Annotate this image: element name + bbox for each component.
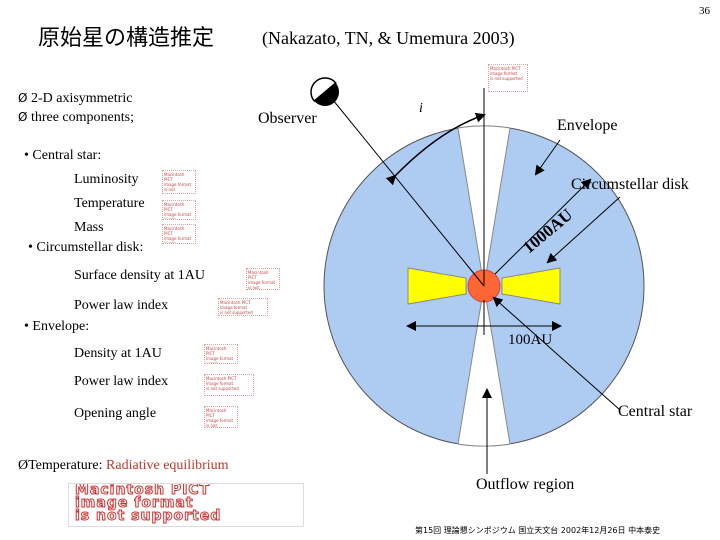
pict-text: is not supported [164, 187, 184, 193]
pict-text: image format [206, 418, 234, 423]
list-item-2d: Ø 2-D axisymmetric [18, 91, 132, 107]
param-opening-angle: Opening angle [74, 406, 157, 421]
disk-arrow [546, 196, 621, 264]
param-surface-density: Surface density at 1AU [74, 268, 206, 283]
pict-text: Macintosh PICT [164, 202, 185, 212]
param-density: Density at 1AU [74, 346, 162, 361]
pict-text: image format [164, 182, 192, 187]
disk-heading: • Circumstellar disk: [28, 240, 144, 255]
outflow-label: Outflow region [476, 476, 575, 493]
disk-right [501, 267, 561, 305]
temperature-label: ØTemperature: [18, 458, 103, 473]
pict-text: Macintosh PICT [206, 376, 237, 381]
observer-icon [310, 77, 339, 106]
pict-text: Macintosh PICT [220, 300, 251, 305]
pict-text: is not supported [164, 217, 176, 220]
disk-label: Circumstellar disk [571, 176, 689, 193]
pict-text: image format [206, 381, 234, 386]
pict-text: image format [164, 212, 192, 217]
pict-placeholder: Macintosh PICT image format is not suppo… [162, 200, 196, 220]
param-mass: Mass [74, 220, 104, 235]
pict-text: is not supported [206, 423, 218, 428]
pict-text: is not supported [206, 386, 239, 391]
footer-text: 第15回 理論懇シンポジウム 国立天文台 2002年12月26日 中本泰史 [415, 526, 661, 535]
radius-arrow [494, 178, 592, 275]
envelope-arrow [534, 139, 561, 176]
pict-placeholder: Macintosh PICT image format is not suppo… [218, 298, 268, 316]
param-temperature: Temperature [74, 196, 145, 211]
pict-text: Macintosh PICT [164, 172, 185, 182]
temperature-line: ØTemperature: Radiative equilibrium [18, 458, 229, 474]
pict-text: image format [248, 280, 276, 285]
observer-label: Observer [258, 110, 317, 127]
central-star-label: Central star [618, 403, 693, 420]
pict-placeholder: Macintosh PICT image format is not suppo… [204, 406, 238, 428]
list-item-label: three components; [30, 110, 134, 125]
pict-text: image format [164, 236, 192, 241]
pict-text: image format [220, 305, 248, 310]
pict-text: Macintosh PICT [490, 66, 521, 71]
pict-placeholder: Macintosh PICT image format is not suppo… [488, 64, 528, 92]
central-star-heading: • Central star: [24, 148, 102, 163]
scale-label: 100AU [508, 332, 553, 348]
inclination-arc [385, 112, 486, 186]
pict-text: is not supported [164, 241, 176, 244]
pict-placeholder: Macintosh PICT image format is not suppo… [204, 344, 238, 364]
pict-placeholder: Macintosh PICT image format is not suppo… [204, 374, 254, 396]
envelope-label: Envelope [557, 117, 618, 134]
param-disk-power-law: Power law index [74, 298, 169, 313]
pict-placeholder: Macintosh PICT image format is not suppo… [162, 170, 196, 194]
pict-text: image format [490, 71, 518, 76]
pict-placeholder: Macintosh PICT image format is not suppo… [246, 268, 280, 290]
page-number: 36 [699, 5, 710, 17]
list-item-label: 2-D axisymmetric [30, 91, 133, 106]
pict-text: Macintosh PICT [164, 226, 185, 236]
temperature-value: Radiative equilibrium [106, 458, 229, 473]
citation: (Nakazato, TN, & Umemura 2003) [262, 28, 515, 48]
pict-text: image format [206, 356, 234, 361]
pict-placeholder-large: Macintosh PICT image format is not suppo… [68, 483, 304, 527]
pict-text: image format [75, 495, 194, 511]
disk-left [407, 267, 467, 305]
pict-text: Macintosh PICT [248, 270, 269, 280]
arrow-bullet-icon: Ø [18, 110, 28, 124]
outflow-region-bottom [457, 285, 511, 447]
pict-text: Macintosh PICT [206, 408, 227, 418]
pict-placeholder: Macintosh PICT image format is not suppo… [162, 224, 196, 244]
pict-text: is not supported [220, 310, 253, 315]
pict-text: is not supported [490, 76, 523, 81]
pict-text: is not supported [248, 285, 260, 290]
inclination-label: i [419, 101, 423, 116]
param-envelope-power-law: Power law index [74, 374, 169, 389]
list-item-components: Ø three components; [18, 110, 134, 126]
pict-text: is not supported [75, 508, 222, 524]
slide-title: 原始星の構造推定 [38, 26, 215, 51]
line-of-sight [332, 99, 485, 287]
envelope-heading: • Envelope: [24, 319, 90, 334]
arrow-bullet-icon: Ø [18, 91, 28, 105]
pict-text: Macintosh PICT [75, 483, 211, 498]
pict-text: Macintosh PICT [206, 346, 227, 356]
param-luminosity: Luminosity [74, 172, 139, 187]
central-star-pointer [492, 296, 621, 411]
pict-text: is not supported [206, 361, 218, 364]
